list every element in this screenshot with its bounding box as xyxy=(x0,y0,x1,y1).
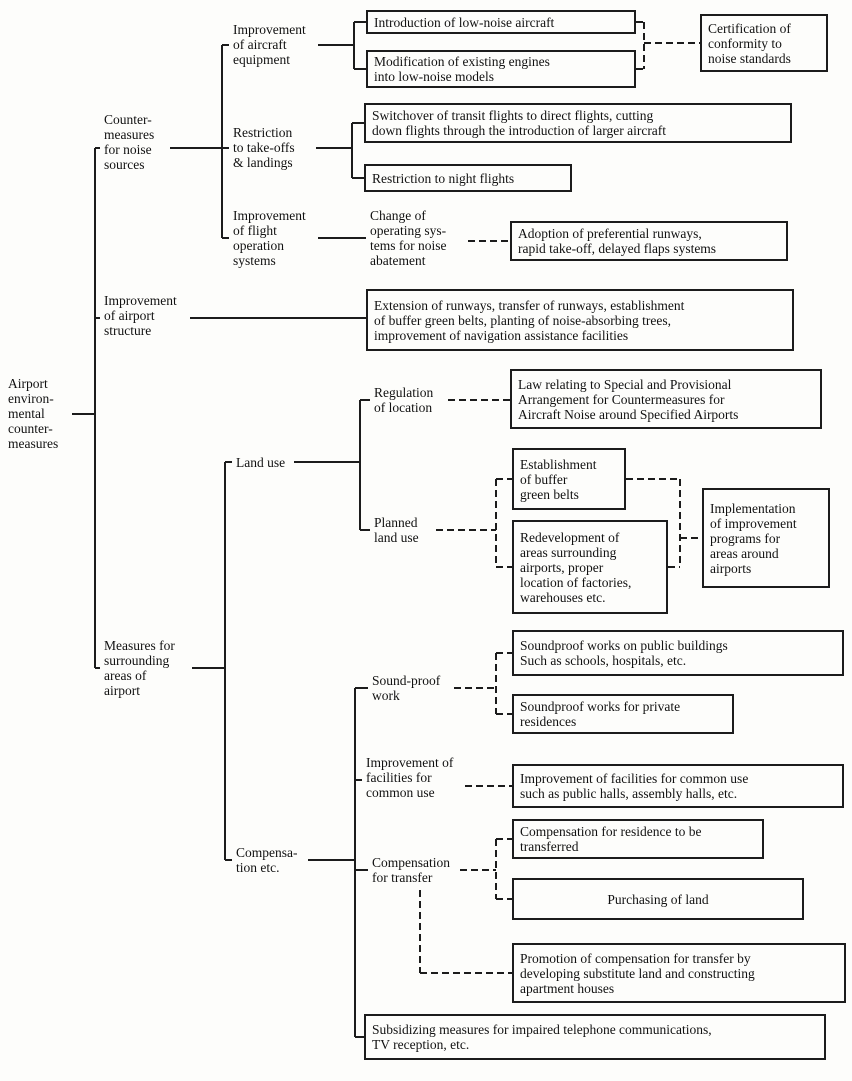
noise-sources-bracket xyxy=(170,44,229,239)
box-introduction-low-noise: Introduction of low-noise aircraft xyxy=(366,10,636,34)
label-noise-sources: Counter- measures for noise sources xyxy=(104,112,155,172)
dashed-connectors xyxy=(419,21,702,974)
box-night-flights: Restriction to night flights xyxy=(364,164,572,192)
transfer-dashed xyxy=(460,838,512,900)
label-change-operating: Change of operating sys- tems for noise … xyxy=(370,208,447,268)
box-purchasing-land: Purchasing of land xyxy=(512,878,804,920)
label-soundproof-work: Sound-proof work xyxy=(372,673,441,703)
box-noise-certification: Certification of conformity to noise sta… xyxy=(700,14,828,72)
label-airport-structure: Improvement of airport structure xyxy=(104,293,177,338)
label-compensation: Compensa- tion etc. xyxy=(236,845,298,875)
compensation-bracket xyxy=(308,687,368,1038)
label-restriction-takeoffs: Restriction to take-offs & landings xyxy=(233,125,295,170)
root-bracket xyxy=(72,147,100,669)
box-promotion-substitute-land: Promotion of compensation for transfer b… xyxy=(512,943,846,1003)
box-facilities-common-use: Improvement of facilities for common use… xyxy=(512,764,844,808)
label-regulation-location: Regulation of location xyxy=(374,385,434,415)
box-engine-modification: Modification of existing engines into lo… xyxy=(366,50,636,88)
aircraft-equipment-bracket xyxy=(318,21,366,70)
box-improvement-programs: Implementation of improvement programs f… xyxy=(702,488,830,588)
planned-land-use-dashed xyxy=(436,478,512,568)
box-redevelopment-areas: Redevelopment of areas surrounding airpo… xyxy=(512,520,668,614)
box-buffer-green-belts: Establishment of buffer green belts xyxy=(512,448,626,510)
solid-connectors xyxy=(72,21,370,1038)
soundproof-dashed xyxy=(454,652,512,715)
box-preferential-runways: Adoption of preferential runways, rapid … xyxy=(510,221,788,261)
box-aircraft-noise-law: Law relating to Special and Provisional … xyxy=(510,369,822,429)
box-soundproof-public: Soundproof works on public buildings Suc… xyxy=(512,630,844,676)
box-subsidizing-telephone-tv: Subsidizing measures for impaired teleph… xyxy=(364,1014,826,1060)
root-label: Airport environ- mental counter- measure… xyxy=(8,376,59,451)
label-facilities-common-use: Improvement of facilities for common use xyxy=(366,755,454,800)
implementation-merge-dashed xyxy=(626,478,702,568)
box-switchover-flights: Switchover of transit flights to direct … xyxy=(364,103,792,143)
label-surrounding-areas: Measures for surrounding areas of airpor… xyxy=(104,638,175,698)
label-compensation-transfer: Compensation for transfer xyxy=(372,855,450,885)
box-residence-compensation: Compensation for residence to be transfe… xyxy=(512,819,764,859)
land-use-bracket xyxy=(294,399,370,531)
box-runway-extension-works: Extension of runways, transfer of runway… xyxy=(366,289,794,351)
certification-merge-dashed xyxy=(636,21,700,70)
promotion-drop-dashed xyxy=(419,890,512,974)
label-flight-operation: Improvement of flight operation systems xyxy=(233,208,306,268)
restriction-bracket xyxy=(316,122,364,179)
surrounding-areas-bracket xyxy=(192,461,232,861)
box-soundproof-private: Soundproof works for private residences xyxy=(512,694,734,734)
label-land-use: Land use xyxy=(236,455,286,470)
label-planned-land-use: Planned land use xyxy=(374,515,419,545)
label-aircraft-equipment: Improvement of aircraft equipment xyxy=(233,22,306,67)
